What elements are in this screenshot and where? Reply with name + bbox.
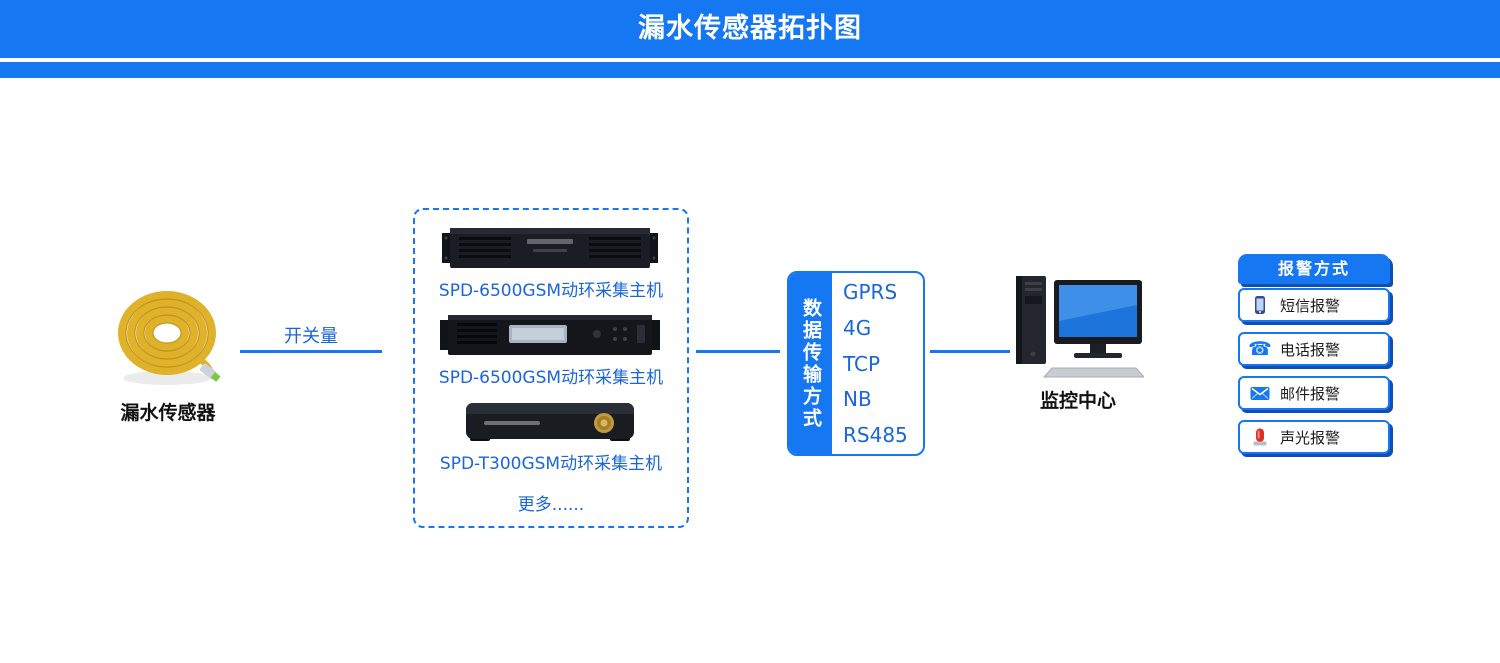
monitor-center-image xyxy=(1012,274,1146,384)
signal-type-label: 开关量 xyxy=(284,326,338,347)
mail-icon xyxy=(1249,382,1271,404)
hosts-dashed-box: SPD-6500GSM动环采集主机 S xyxy=(413,208,689,528)
connector-line-sensor-hosts xyxy=(240,350,382,353)
telephone-icon: ☎ xyxy=(1248,338,1272,360)
more-hosts-label: 更多...... xyxy=(517,495,585,515)
monitor-center-label: 监控中心 xyxy=(1039,390,1116,412)
leak-sensor-label: 漏水传感器 xyxy=(120,402,216,424)
leak-sensor-cable-image xyxy=(110,286,225,388)
protocol-nb: NB xyxy=(843,387,872,412)
connector-line-hosts-transmission xyxy=(696,350,780,353)
smartphone-icon xyxy=(1249,294,1271,316)
page-title: 漏水传感器拓扑图 xyxy=(638,13,862,44)
protocol-4g: 4G xyxy=(843,315,872,340)
protocol-tcp: TCP xyxy=(843,351,881,376)
alarm-item-label: 短信报警 xyxy=(1280,296,1341,315)
alarm-item-label: 声光报警 xyxy=(1280,428,1341,447)
siren-icon xyxy=(1249,426,1271,448)
rack-host-image-1 xyxy=(441,223,659,277)
connector-line-transmission-monitor xyxy=(930,350,1010,353)
alarm-item-label: 电话报警 xyxy=(1280,340,1341,359)
protocol-gprs: GPRS xyxy=(843,280,898,304)
host-device-label-1: SPD-6500GSM动环采集主机 xyxy=(438,281,664,301)
host-device-label-2: SPD-6500GSM动环采集主机 xyxy=(438,368,664,388)
alarm-panel-title: 报警方式 xyxy=(1238,254,1390,284)
rack-host-image-2 xyxy=(439,311,661,363)
alarm-item-sound-light: 声光报警 xyxy=(1238,420,1390,454)
alarm-item-sms: 短信报警 xyxy=(1238,288,1390,322)
protocol-list: GPRS 4G TCP NB RS485 xyxy=(832,280,919,447)
alarm-item-label: 邮件报警 xyxy=(1280,384,1341,403)
title-bar: 漏水传感器拓扑图 xyxy=(0,0,1500,58)
alarm-item-mail: 邮件报警 xyxy=(1238,376,1390,410)
transmission-box: 数据传输方式 GPRS 4G TCP NB RS485 xyxy=(787,271,925,456)
box-host-image-3 xyxy=(464,397,636,449)
transmission-side-label: 数据传输方式 xyxy=(789,273,832,454)
alarm-item-phone: ☎ 电话报警 xyxy=(1238,332,1390,366)
title-accent-strip xyxy=(0,62,1500,78)
host-device-label-3: SPD-T300GSM动环采集主机 xyxy=(439,454,663,474)
protocol-rs485: RS485 xyxy=(843,423,908,447)
